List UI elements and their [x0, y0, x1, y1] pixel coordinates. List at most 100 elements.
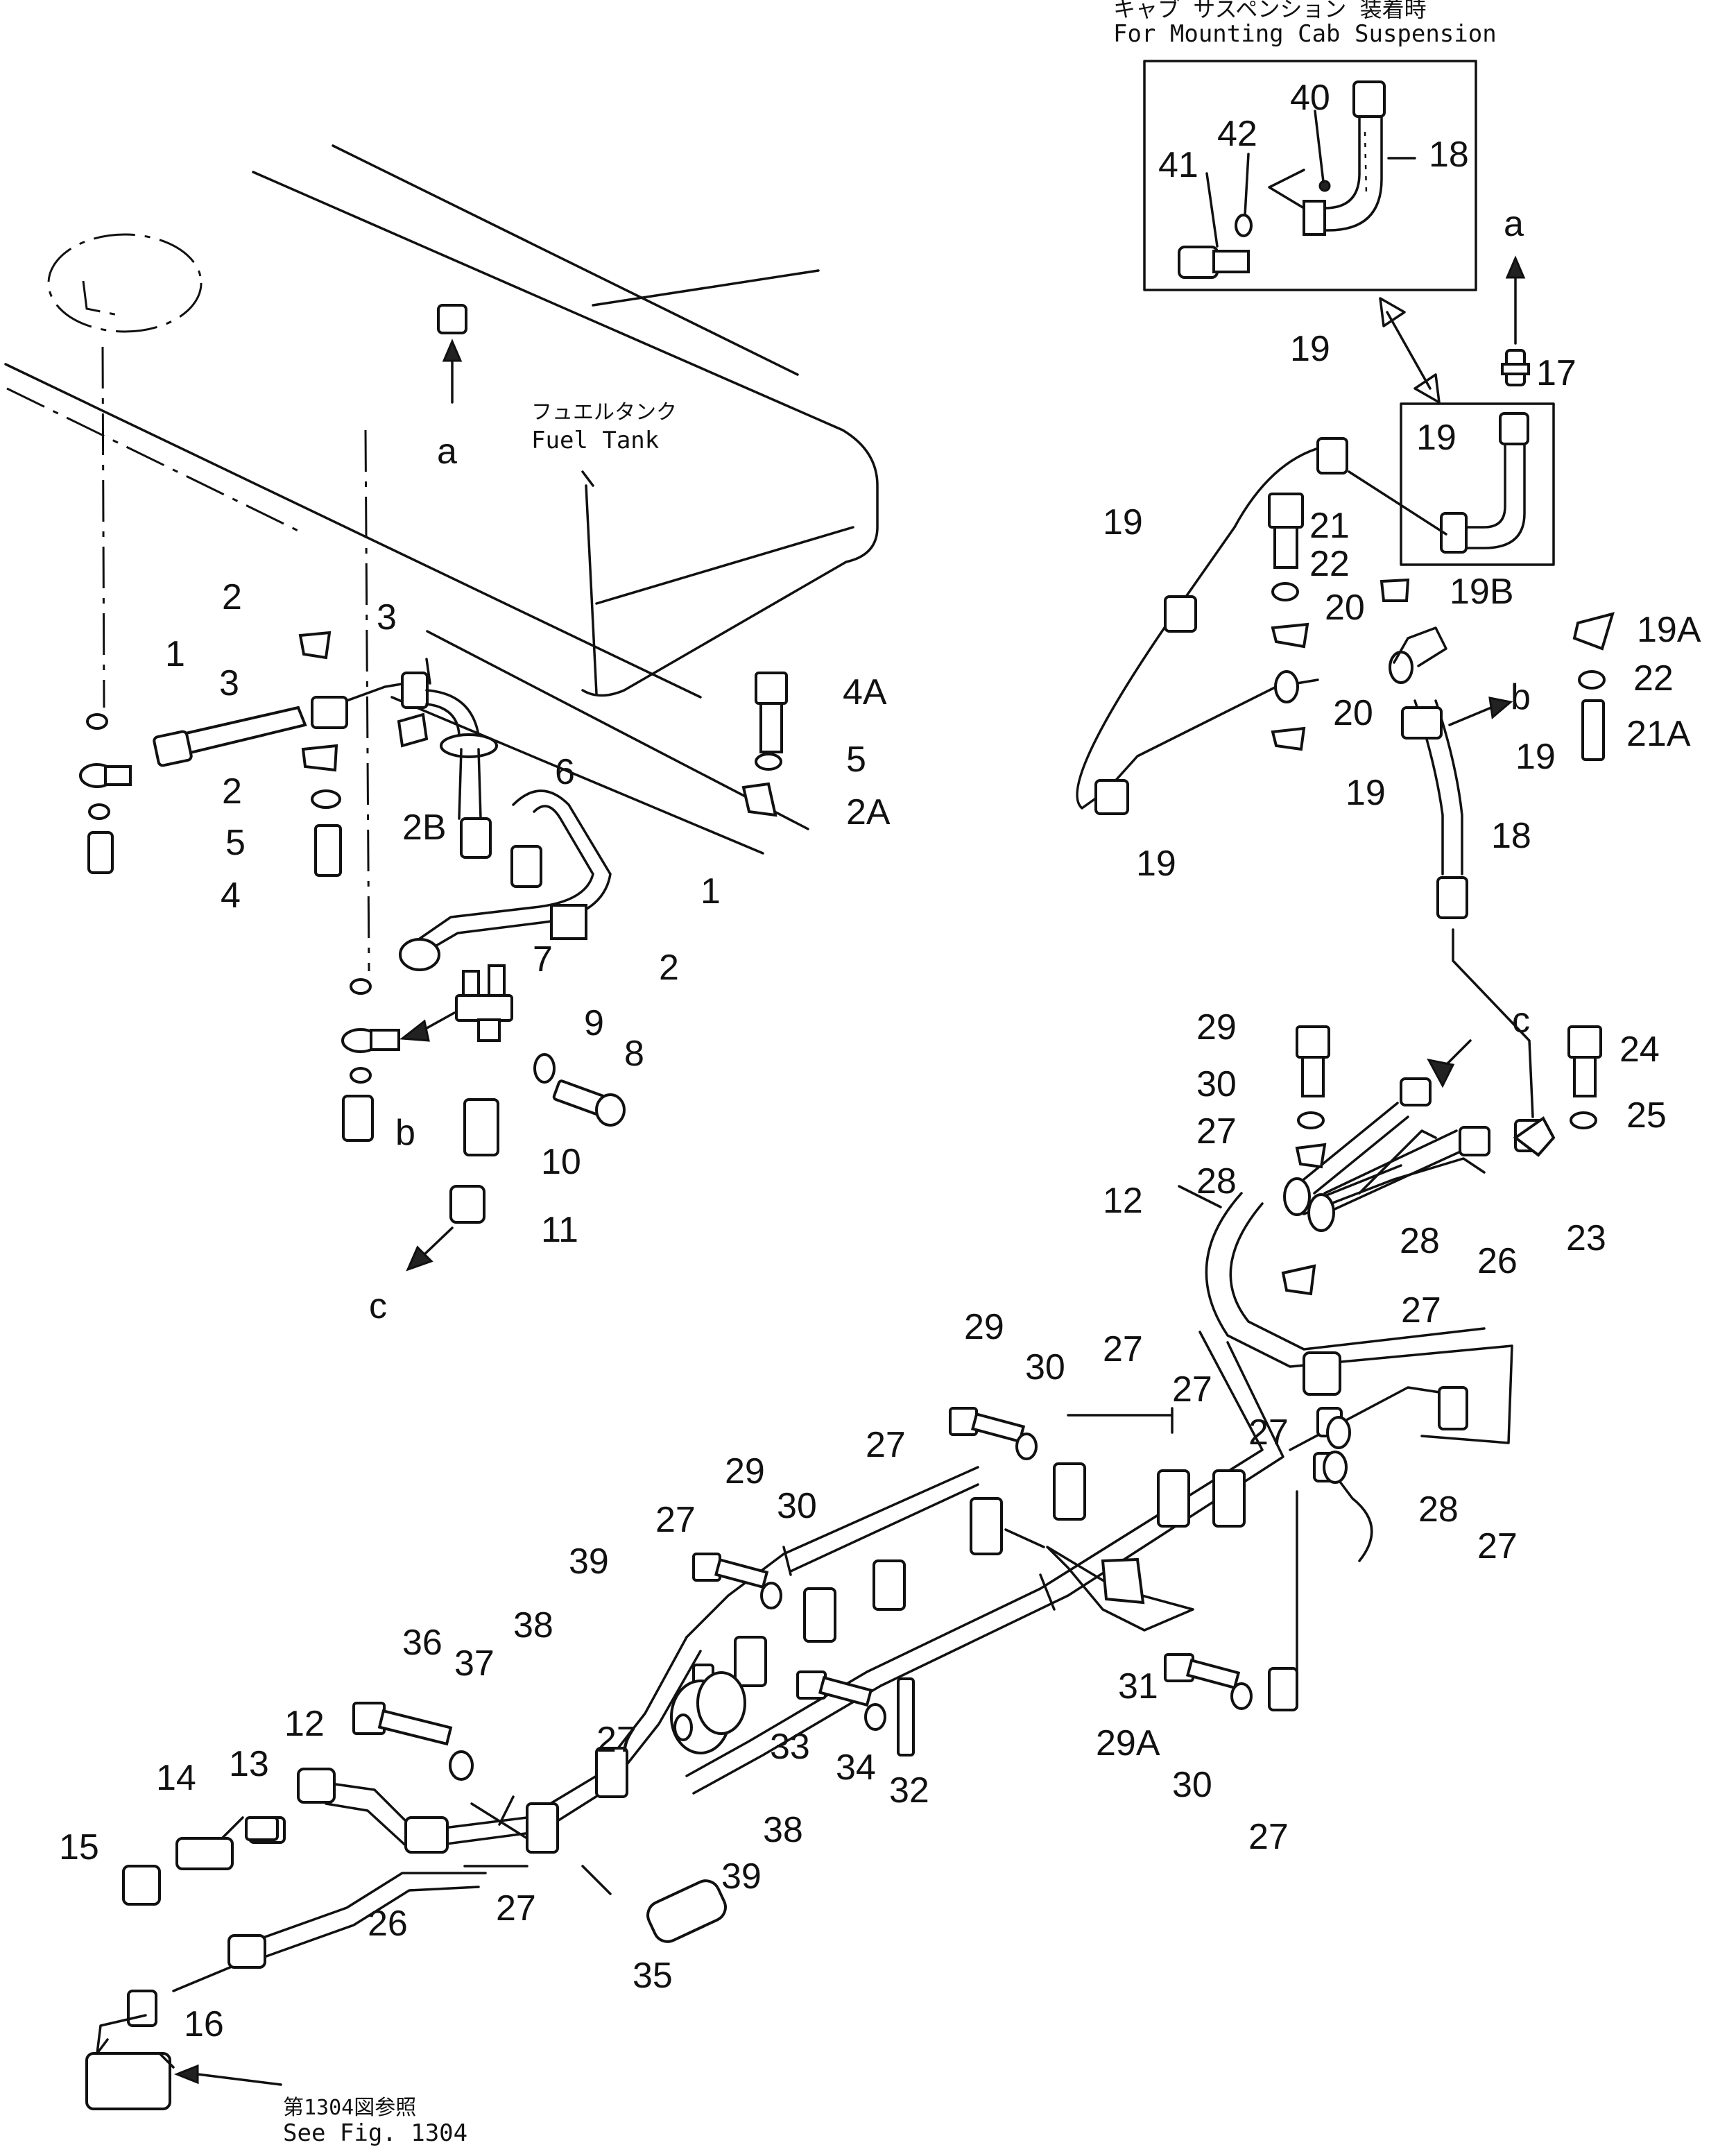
callout-29c: 29	[725, 1451, 765, 1491]
bolt-21A	[1581, 699, 1605, 761]
clip-19A	[1572, 612, 1615, 651]
callout-1b: 1	[701, 871, 721, 912]
callout-22a: 22	[1309, 544, 1350, 584]
bolt-21	[1268, 493, 1304, 569]
hose-1-lower	[399, 789, 612, 971]
callout-20a: 20	[1325, 588, 1365, 628]
callout-29a: 29	[1196, 1007, 1237, 1048]
hose-26-lower	[227, 1934, 266, 1969]
cab-caption-jp: キャブ サスペンション 装着時	[1113, 0, 1427, 22]
arrow-b-right	[1448, 706, 1493, 726]
callout-27b: 27	[1401, 1290, 1441, 1331]
callout-7: 7	[533, 939, 553, 980]
clip-2-top	[298, 631, 332, 660]
callout-33: 33	[770, 1727, 810, 1767]
strap-32	[897, 1677, 915, 1756]
callout-26a: 26	[1477, 1241, 1518, 1281]
callout-18a: 18	[1429, 135, 1469, 175]
tank-caption-jp: フュエルタンク	[531, 400, 677, 425]
callout-c2: c	[1512, 1000, 1530, 1041]
callout-42: 42	[1217, 114, 1257, 154]
callout-19A: 19A	[1637, 610, 1701, 650]
callout-35: 35	[633, 1956, 673, 1996]
washer-5	[311, 789, 341, 809]
callout-38b: 38	[763, 1810, 803, 1850]
bolt-29-upper	[1296, 1025, 1330, 1097]
cab-inset-hose	[1178, 80, 1386, 279]
callout-39b: 39	[721, 1856, 762, 1897]
washer-37	[449, 1750, 474, 1781]
clip-2-mid	[301, 744, 338, 772]
callout-15: 15	[59, 1827, 99, 1867]
callout-12a: 12	[1103, 1181, 1143, 1221]
callout-18b: 18	[1491, 816, 1531, 856]
callout-8: 8	[624, 1034, 644, 1074]
callout-b2: b	[395, 1113, 415, 1153]
filter-housing	[85, 2038, 175, 2110]
callout-17: 17	[1536, 353, 1576, 393]
callout-9: 9	[584, 1003, 604, 1043]
callout-2A: 2A	[846, 792, 891, 832]
clamps-27-line	[404, 1351, 1468, 1854]
callout-39a: 39	[569, 1541, 609, 1582]
grommet-28-c	[1326, 1416, 1351, 1449]
valve-7	[455, 964, 513, 1042]
see-fig-en: See Fig. 1304	[283, 2119, 467, 2147]
callout-21A: 21A	[1626, 714, 1691, 754]
callout-36: 36	[402, 1623, 442, 1663]
callout-37: 37	[454, 1643, 495, 1684]
see-fig-leader	[196, 2073, 282, 2086]
callout-6: 6	[555, 752, 575, 792]
arrow-c-low	[422, 1226, 454, 1257]
cube-a	[437, 304, 467, 334]
see-fig-jp: 第1304図参照	[283, 2096, 416, 2120]
bolt-33	[796, 1670, 873, 1707]
second-inset-hose	[1440, 412, 1529, 554]
clamp-19-low	[1094, 779, 1129, 815]
washer-5b	[755, 753, 782, 771]
washer-22	[1271, 582, 1299, 601]
cab-inset-leaders	[1205, 110, 1416, 248]
callout-11: 11	[541, 1210, 578, 1250]
grommet-20a	[1389, 651, 1413, 684]
grommet-20b	[1274, 670, 1299, 703]
hose-18	[1401, 699, 1468, 919]
elbow-11	[449, 1185, 485, 1224]
washer-25	[1570, 1111, 1597, 1129]
elbow-assy	[397, 672, 498, 859]
callout-19B: 19B	[1450, 572, 1514, 612]
washer-30-left	[760, 1582, 782, 1609]
clip-19-b	[1271, 726, 1306, 751]
washer-22b	[1578, 670, 1606, 690]
callout-a1: a	[1504, 204, 1524, 244]
callout-30c: 30	[777, 1486, 817, 1526]
callout-20b: 20	[1333, 693, 1373, 733]
clamp-19-top	[1316, 437, 1348, 475]
callout-1a: 1	[165, 634, 185, 674]
callout-28b: 28	[1400, 1221, 1440, 1261]
fitting-17	[1501, 349, 1530, 386]
callout-23: 23	[1566, 1218, 1606, 1258]
callout-29A: 29A	[1096, 1723, 1160, 1763]
hose-loop-19	[1076, 443, 1340, 810]
callout-a2: a	[437, 431, 457, 472]
filter-10	[463, 1098, 499, 1156]
clip-27-b	[1281, 1264, 1316, 1296]
callout-3a: 3	[219, 663, 239, 703]
callout-26b: 26	[368, 1904, 408, 1944]
washer-30-upper	[1297, 1111, 1325, 1129]
washer-9	[533, 1053, 556, 1084]
callout-2c: 2	[659, 948, 679, 988]
callout-27j: 27	[596, 1720, 637, 1760]
callout-30a: 30	[1196, 1064, 1237, 1104]
callout-27c: 27	[1103, 1329, 1143, 1369]
grommet-38-39	[670, 1671, 746, 1754]
callout-3b: 3	[377, 597, 397, 638]
washer-30-low	[1230, 1682, 1253, 1710]
callout-14: 14	[156, 1758, 196, 1798]
hose-1-upper	[153, 682, 407, 767]
callout-27d: 27	[1172, 1369, 1212, 1410]
bolt-4A	[755, 672, 788, 705]
washer-34	[864, 1703, 886, 1731]
